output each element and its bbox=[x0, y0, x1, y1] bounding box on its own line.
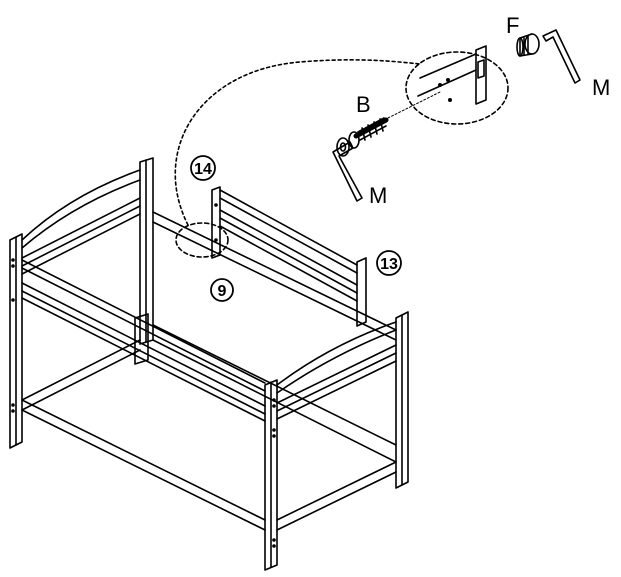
barrel-nut-f-icon bbox=[516, 33, 540, 57]
front-guard-rails bbox=[21, 259, 266, 422]
label-13-badge: 13 bbox=[376, 250, 402, 276]
bed-frame bbox=[9, 157, 409, 571]
magnified-joint bbox=[417, 45, 487, 105]
label-9-badge: 9 bbox=[210, 278, 234, 302]
label-m-top: M bbox=[592, 75, 610, 100]
back-right-post bbox=[395, 311, 409, 489]
label-9: 9 bbox=[218, 283, 227, 300]
allen-key-middle-icon bbox=[332, 141, 363, 202]
back-rails bbox=[152, 211, 397, 446]
label-14: 14 bbox=[194, 161, 212, 178]
label-f: F bbox=[506, 13, 519, 38]
text-labels: F M B M 14 13 9 bbox=[190, 13, 610, 302]
label-13: 13 bbox=[380, 256, 398, 273]
label-14-badge: 14 bbox=[190, 155, 216, 181]
front-left-post bbox=[9, 233, 23, 449]
left-headboard bbox=[21, 169, 141, 275]
detail-callout bbox=[174, 45, 509, 258]
bottom-rails bbox=[21, 339, 397, 531]
allen-key-top-icon bbox=[542, 29, 581, 84]
front-right-post bbox=[264, 379, 278, 571]
right-headboard bbox=[276, 321, 397, 420]
bolt-b-icon bbox=[348, 91, 441, 149]
label-b: B bbox=[356, 92, 371, 117]
label-m-middle: M bbox=[369, 183, 387, 208]
guard-rail-part-14 bbox=[211, 186, 367, 327]
